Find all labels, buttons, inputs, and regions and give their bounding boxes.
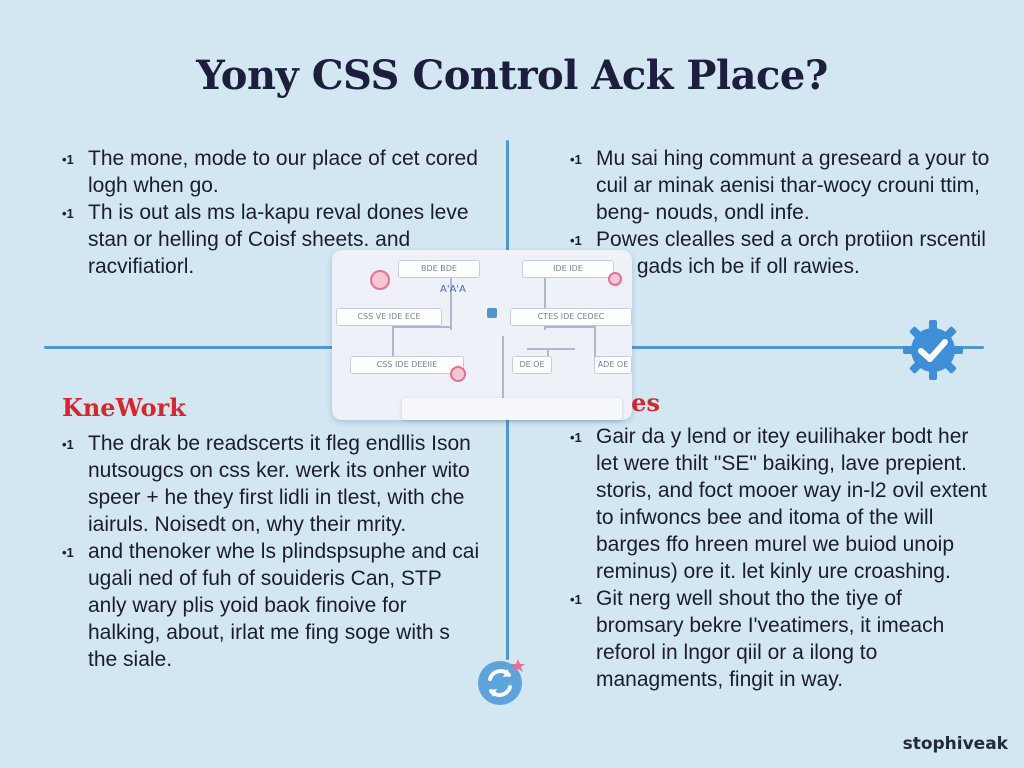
pin-icon [608,272,622,286]
page-title: Yony CSS Control Ack Place? [196,52,828,99]
sync-icon [478,659,525,705]
diagram-node: CSS IDE DEEIIE [350,356,464,374]
diagram-connector [392,326,452,328]
diagram-node: DE OE [512,356,552,374]
diagram-connector [544,272,546,330]
bullet-icon: •1 [570,430,582,445]
center-diagram: BDE BDE IDE IDE CSS VE IDE ECE CTES IDE … [332,250,632,420]
diagram-node: ADE OE [594,356,632,374]
bullet-icon: •1 [62,206,74,221]
square-icon [487,308,497,318]
bullet-icon: •1 [570,592,582,607]
brand-logo: stophiveak [902,734,1008,754]
diagram-node: CTES IDE CEDEC [510,308,632,326]
bullet-icon: •1 [62,545,74,560]
gear-check-icon [903,320,963,380]
bullet-icon: •1 [570,152,582,167]
diagram-node: CSS VE IDE ECE [336,308,442,326]
diagram-connector [502,336,504,406]
bullet-icon: •1 [62,437,74,452]
diagram-connector [544,326,594,328]
diagram-connector [392,326,394,360]
diagram-connector [527,348,575,350]
diagram-connector [594,326,596,360]
bullet-icon: •1 [570,233,582,248]
diagram-base [402,398,622,420]
bullet-icon: •1 [62,152,74,167]
pin-icon [370,270,390,290]
section-heading-left: KneWork [62,393,186,422]
pin-icon [450,366,466,382]
diagram-connector [450,272,452,330]
diagram-mini-label: A'A'A [440,284,467,295]
diagram-node: IDE IDE [522,260,614,278]
diagram-node: BDE BDE [398,260,480,278]
